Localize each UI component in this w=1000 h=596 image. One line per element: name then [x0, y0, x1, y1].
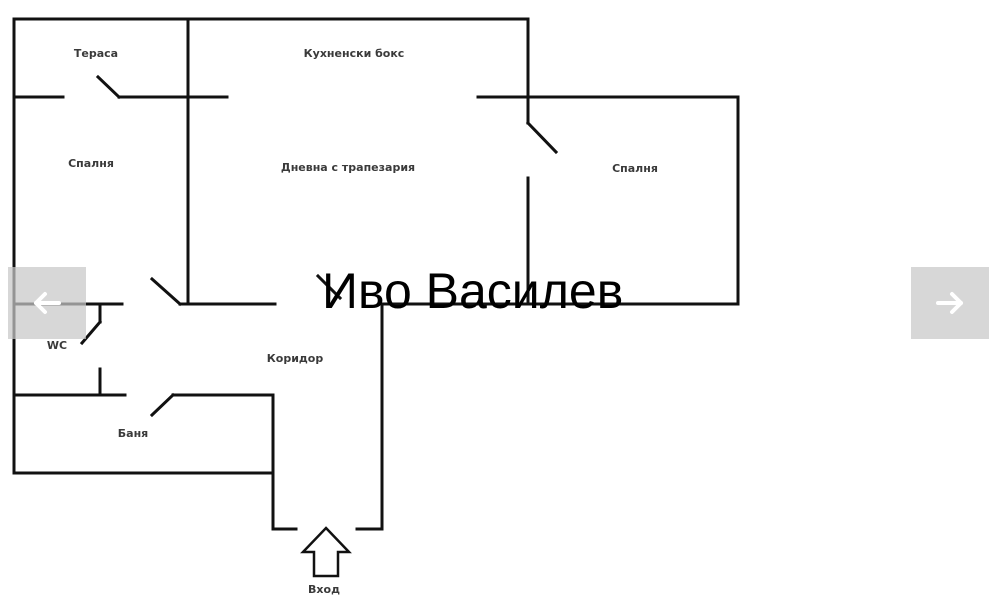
room-label-living-dining: Дневна с трапезария [280, 161, 416, 174]
arrow-left-icon [34, 292, 61, 314]
arrow-right-icon [936, 292, 963, 314]
room-label-bathroom: Баня [117, 427, 149, 440]
previous-image-button[interactable] [8, 267, 86, 339]
room-label-entrance: Вход [308, 583, 340, 596]
room-label-bedroom-right: Спалня [612, 162, 658, 175]
entrance-arrow-icon [300, 526, 352, 578]
room-label-corridor: Коридор [266, 352, 324, 365]
watermark-text: Иво Василев [322, 263, 624, 319]
next-image-button[interactable] [911, 267, 989, 339]
room-label-wc: WC [46, 339, 68, 352]
room-label-bedroom-left: Спалня [68, 157, 114, 170]
room-label-kitchen: Кухненски бокс [303, 47, 405, 60]
room-label-terrace: Тераса [73, 47, 119, 60]
